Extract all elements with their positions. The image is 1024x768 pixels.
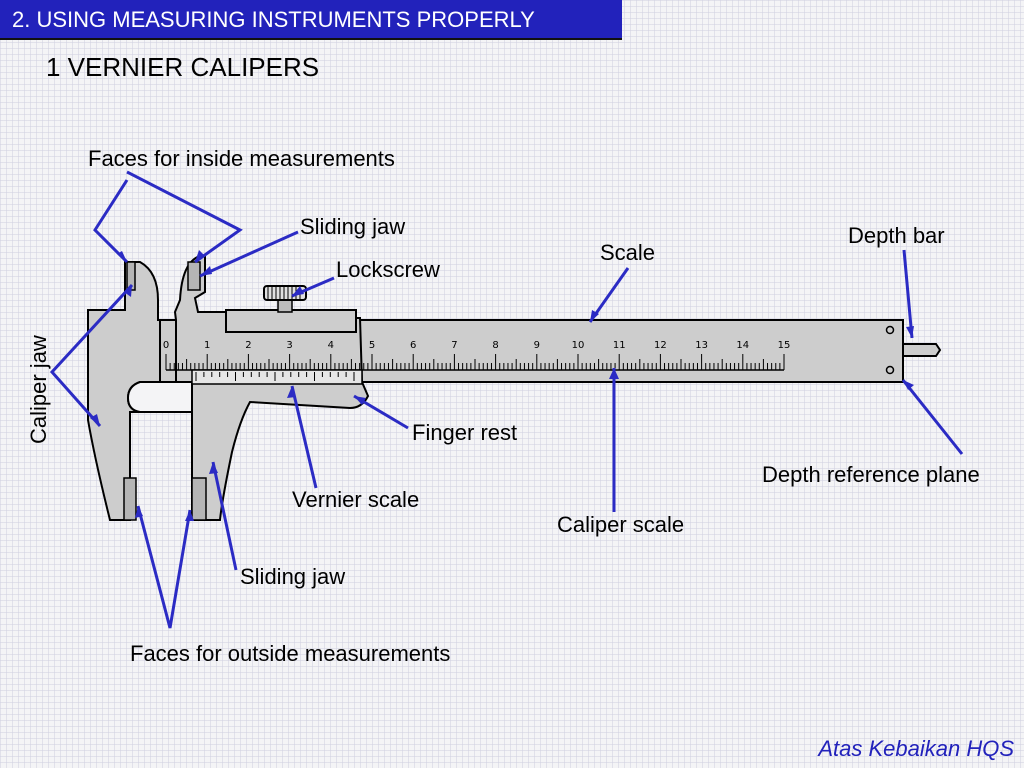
arrowhead [354,396,366,405]
arrow-vernier-scale [290,385,318,489]
arrow-outside-faces [136,505,192,629]
arrow-depth-bar [902,249,914,339]
jaw-recess [126,381,193,413]
label-sliding-jaw-bottom: Sliding jaw [240,564,346,589]
label-vernier-scale: Vernier scale [292,487,420,512]
arrow-sliding-jaw-top [199,230,299,278]
slider-top-plate [225,309,357,333]
label-scale: Scale [600,240,656,265]
slide-title: 2. USING MEASURING INSTRUMENTS PROPERLY [0,0,622,40]
lockscrew-knurl [267,287,301,299]
arrow-inside-faces [93,179,129,264]
arrowhead [903,380,914,390]
depth-bar [902,343,942,357]
arrowhead [135,506,143,518]
label-lockscrew: Lockscrew [336,257,440,282]
arrowhead [124,285,132,297]
arrow-inside-faces-2 [126,170,243,264]
main-scale-number: 10 [572,340,585,351]
arrowhead [906,326,914,338]
arrow-caliper-jaw [49,283,134,427]
annotation-arrows [49,170,964,629]
arrowhead [287,386,296,398]
arrowhead [200,266,212,276]
arrowhead [590,310,599,322]
arrow-sliding-jaw-bottom [211,461,238,571]
main-scale-number: 0 [163,340,169,351]
arrowhead [292,286,304,296]
vernier-scale-ticks [195,372,355,381]
label-faces-inside: Faces for inside measurements [88,146,395,171]
label-finger-rest: Finger rest [412,420,518,445]
main-scale-number: 15 [778,340,791,351]
outside-face-sliding [191,477,207,521]
main-scale-number: 2 [245,340,251,351]
arrowhead [609,368,619,379]
main-scale-number: 11 [613,340,626,351]
main-scale-number: 14 [736,340,749,351]
label-caliper-scale: Caliper scale [557,512,685,537]
main-scale-number: 3 [286,340,292,351]
arrowhead [117,251,127,262]
arrowhead [185,510,194,521]
credit-text: Atas Kebaikan HQS [818,736,1014,761]
end-screw-top [885,325,895,335]
main-scale-number: 12 [654,340,667,351]
arrowheads [90,250,914,521]
vernier-plate [191,369,363,385]
main-scale-number: 5 [369,340,375,351]
arrowhead [90,414,100,426]
slide-subtitle: 1 VERNIER CALIPERS [46,52,320,82]
label-faces-outside: Faces for outside measurements [130,641,451,666]
main-scale-number: 4 [328,340,334,351]
main-scale-number: 9 [534,340,540,351]
main-scale-number: 6 [410,340,416,351]
end-screw-bottom [885,365,895,375]
arrowhead [195,250,204,262]
main-scale-number: 7 [451,340,457,351]
main-scale-number: 13 [695,340,708,351]
main-scale-number: 8 [492,340,498,351]
label-caliper-jaw: Caliper jaw [26,335,51,444]
main-scale-number: 1 [204,340,210,351]
inside-face-sliding [187,261,201,291]
arrowhead [209,462,218,474]
label-depth-reference-plane: Depth reference plane [762,462,980,487]
label-depth-bar: Depth bar [848,223,945,248]
label-sliding-jaw-top: Sliding jaw [300,214,406,239]
arrow-depth-reference [901,379,964,455]
outside-face-fixed [123,477,137,521]
